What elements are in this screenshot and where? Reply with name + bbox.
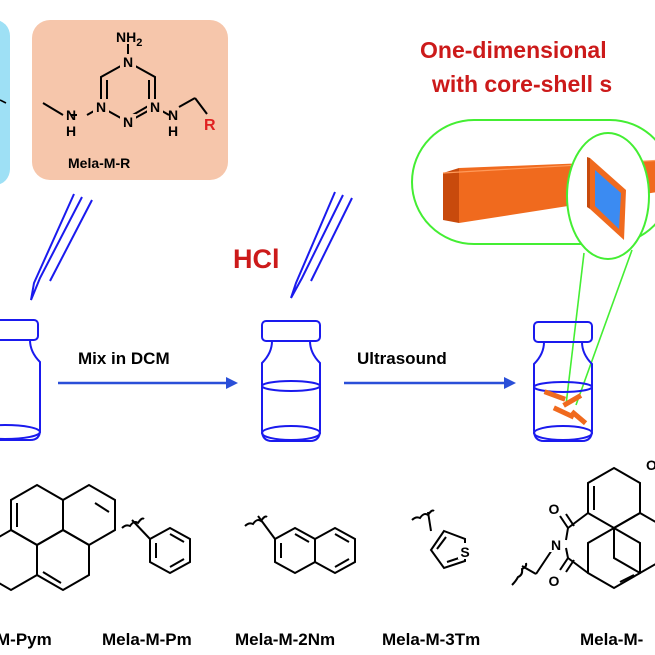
nanorod-callout (411, 119, 655, 406)
compound-label-3tm: Mela-M-3Tm (382, 630, 480, 649)
thiophene-s-atom: S (460, 544, 469, 560)
phenyl-structure (121, 517, 191, 575)
compound-label-2nm: Mela-M-2Nm (235, 630, 335, 649)
compound-label-pym: M-Pym (0, 630, 52, 649)
nh-left-h: H (66, 123, 76, 139)
triazine-atom-labels: N N N N NH2 N H N H R Mela-M-R (66, 29, 216, 171)
thienyl-structure (411, 509, 466, 570)
arrow-ultrasound (344, 377, 516, 389)
mela-m-r-box: N N N N NH2 N H N H R Mela-M-R (32, 20, 228, 180)
imide-o-bottom: O (549, 573, 560, 589)
nh-right-h: H (168, 123, 178, 139)
nh2-label: NH2 (116, 29, 142, 49)
ring-n-top: N (123, 54, 133, 70)
title-line-2: with core-shell s (431, 71, 612, 97)
compound-label-ni: Mela-M- (580, 630, 643, 649)
nh-right-n: N (168, 107, 178, 123)
pyrene-structure (0, 483, 116, 592)
r-group-label: R (204, 117, 216, 134)
thiophene-s-mask (458, 543, 472, 559)
imide-n-atom: N (551, 537, 561, 553)
pipette-left (30, 193, 93, 301)
rods-in-vial (543, 389, 588, 426)
title-line-1: One-dimensional (420, 37, 607, 63)
compound-label-pm: Mela-M-Pm (102, 630, 192, 649)
ring-n-left: N (96, 99, 106, 115)
cyan-box (0, 20, 10, 185)
imide-n-mask (548, 536, 564, 552)
nh-left-n: N (66, 107, 76, 123)
partial-atom: O (646, 457, 655, 473)
step-ultrasound-label: Ultrasound (357, 349, 447, 368)
pipette-right (290, 191, 353, 299)
imide-o-top: O (549, 501, 560, 517)
arrow-mix (58, 377, 238, 389)
naphthyl-structure (244, 515, 356, 575)
vial-left (0, 319, 41, 441)
naphthalimide-structure (511, 466, 655, 590)
hcl-label: HCl (233, 244, 280, 274)
ring-n-right: N (150, 99, 160, 115)
ring-n-bottom: N (123, 114, 133, 130)
step-mix-label: Mix in DCM (78, 349, 170, 368)
mela-m-r-label: Mela-M-R (68, 155, 130, 171)
vial-middle (261, 320, 321, 442)
vial-right (533, 321, 593, 442)
compound-labels: M-Pym Mela-M-Pm Mela-M-2Nm Mela-M-3Tm Me… (0, 630, 643, 649)
